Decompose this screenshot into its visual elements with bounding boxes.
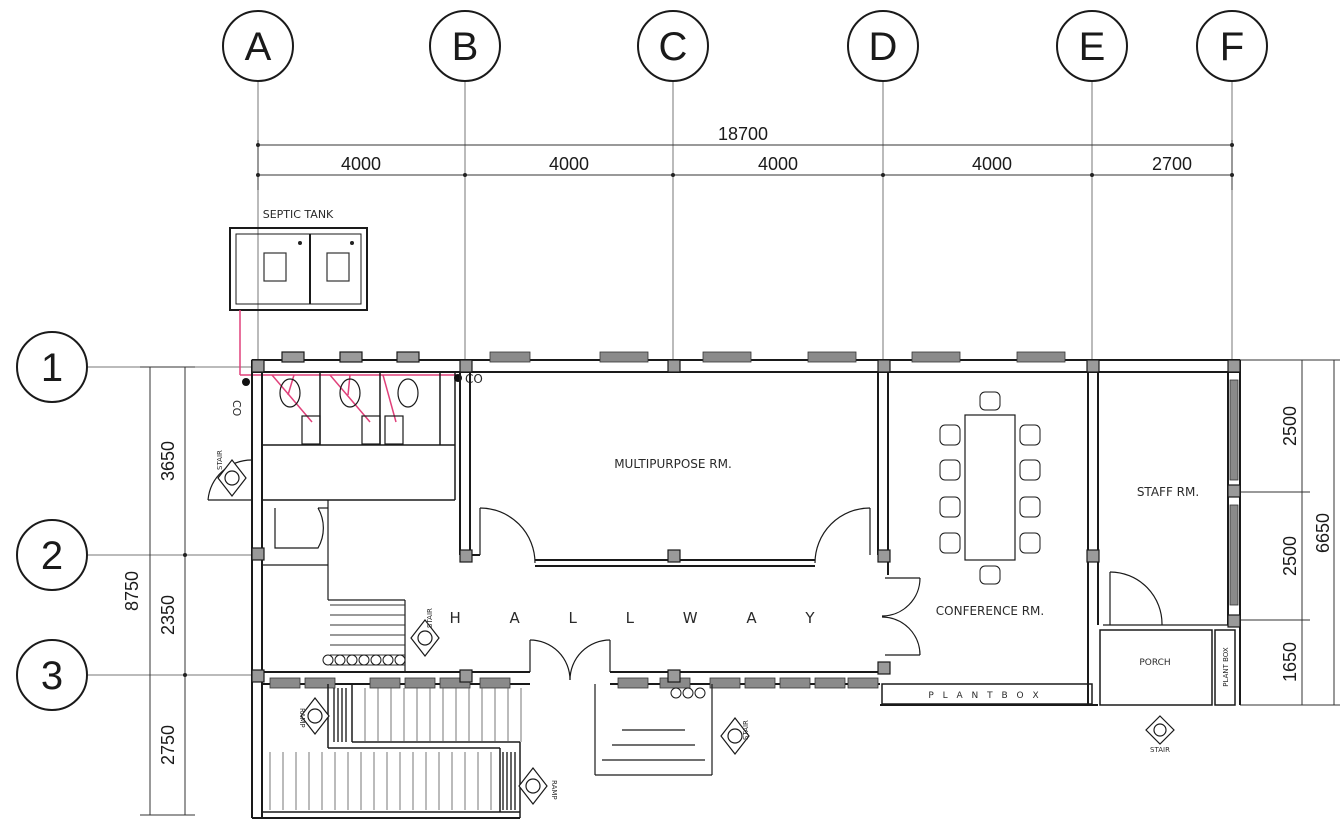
dimension-right-total: 6650 <box>1313 513 1333 553</box>
right-dimension-lines <box>1240 359 1340 706</box>
ramp-marker-upper <box>300 697 330 735</box>
multipurpose-room-label: MULTIPURPOSE RM. <box>614 457 732 471</box>
step-number-circles-front <box>670 687 706 699</box>
cleanout-label-right: CO <box>465 372 483 386</box>
multipurpose-doors <box>479 507 871 564</box>
grid-bubble-F: F <box>1196 10 1268 82</box>
step-number-circles <box>322 654 406 666</box>
dimension-right-span-2: 2500 <box>1280 536 1300 576</box>
dimension-left-span-2: 2350 <box>158 595 178 635</box>
dimension-right-span-3: 1650 <box>1280 642 1300 682</box>
dimension-left-span-3: 2750 <box>158 725 178 765</box>
ramp-marker-lower <box>518 767 548 805</box>
structural-columns <box>251 359 1241 683</box>
left-dimension-lines <box>140 366 195 816</box>
grid-label-1: 1 <box>41 346 63 390</box>
stair-treads-lower <box>269 752 492 810</box>
staff-room-label: STAFF RM. <box>1137 485 1199 499</box>
toilet-fixtures <box>279 351 420 445</box>
conference-table <box>964 414 1016 561</box>
conference-room-label: CONFERENCE RM. <box>936 604 1044 618</box>
grid-bubble-E: E <box>1056 10 1128 82</box>
stair-label-hall: STAIR <box>426 608 434 628</box>
conference-doors <box>881 577 921 656</box>
ramp-label-lower: RAMP <box>550 780 558 800</box>
grid-bubble-2: 2 <box>16 519 88 591</box>
sanitary-piping <box>239 310 458 423</box>
stair-label-left-top: STAIR <box>216 450 224 470</box>
grid-label-3: 3 <box>41 654 63 698</box>
dimension-top-span-2: 4000 <box>549 154 589 174</box>
stair-marker-hall <box>410 619 440 657</box>
cleanout-marks: CO CO <box>230 372 483 417</box>
dimension-top-span-4: 4000 <box>972 154 1012 174</box>
plant-box-vertical-label: PLANT BOX <box>1222 647 1230 687</box>
dimension-top-span-5: 2700 <box>1152 154 1192 174</box>
cleanout-label-left: CO <box>230 400 243 417</box>
exterior-walls <box>251 359 1241 819</box>
ramp-hatching-lower <box>502 752 516 810</box>
staff-room-door <box>1103 571 1228 626</box>
column-grid-lines <box>257 82 1233 362</box>
grid-label-C: C <box>659 25 688 69</box>
conference-chairs <box>939 391 1041 585</box>
septic-tank <box>229 227 368 311</box>
hallway-label: H A L L W A Y <box>449 609 836 627</box>
porch <box>1099 629 1236 706</box>
grid-bubble-1: 1 <box>16 331 88 403</box>
grid-label-2: 2 <box>41 534 63 578</box>
stair-treads-upper <box>364 688 522 742</box>
internal-stair-treads <box>330 604 405 666</box>
grid-bubble-C: C <box>637 10 709 82</box>
stair-marker-front <box>720 717 750 755</box>
multipurpose-room-walls <box>459 372 889 575</box>
grid-label-B: B <box>452 25 479 69</box>
grid-label-D: D <box>869 25 898 69</box>
windows-top <box>489 351 1066 363</box>
grid-bubble-3: 3 <box>16 639 88 711</box>
left-entrance <box>207 459 406 672</box>
left-dimension-ticks <box>183 553 187 677</box>
dimension-top-span-1: 4000 <box>341 154 381 174</box>
top-dimension-ticks <box>256 143 1234 177</box>
plant-box-label: P L A N T B O X <box>928 691 1041 701</box>
ramp-label-upper: RAMP <box>298 708 306 728</box>
septic-tank-label: SEPTIC TANK <box>263 208 334 221</box>
grid-label-E: E <box>1079 25 1106 69</box>
stair-marker-porch <box>1145 715 1175 745</box>
plant-box <box>881 683 1093 705</box>
grid-label-A: A <box>245 25 272 69</box>
conference-room-walls <box>880 372 1099 706</box>
stair-label-front: STAIR <box>742 720 750 740</box>
porch-label: PORCH <box>1139 658 1170 668</box>
grid-bubble-B: B <box>429 10 501 82</box>
windows-right <box>1229 379 1239 606</box>
grid-label-F: F <box>1220 25 1244 69</box>
dimension-right-span-1: 2500 <box>1280 406 1300 446</box>
dimension-top-total: 18700 <box>718 124 768 144</box>
dimension-left-total: 8750 <box>122 571 142 611</box>
hallway-double-door <box>529 639 611 681</box>
ramp-walls <box>262 684 521 818</box>
front-steps <box>594 684 713 776</box>
grid-bubble-D: D <box>847 10 919 82</box>
toilet-partitions <box>262 372 456 501</box>
windows-bottom <box>269 677 879 689</box>
dimension-left-span-1: 3650 <box>158 441 178 481</box>
stair-marker-left-top <box>217 459 247 497</box>
grid-bubble-A: A <box>222 10 294 82</box>
top-dimension-lines <box>257 140 1233 190</box>
dimension-top-span-3: 4000 <box>758 154 798 174</box>
ramp-hatching-upper <box>333 688 347 742</box>
stair-label-porch: STAIR <box>1150 746 1170 754</box>
